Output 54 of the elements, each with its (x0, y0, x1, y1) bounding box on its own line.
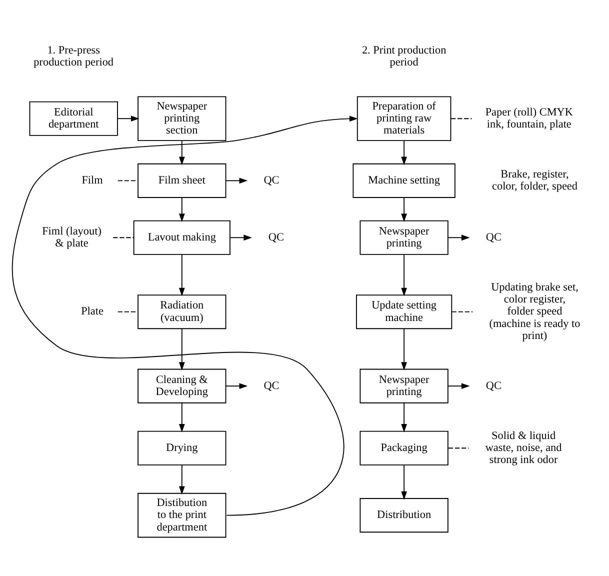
node-text: Plate (81, 305, 104, 318)
arrow (401, 328, 407, 370)
node-text: Updating brake set, color register, folder speed (machine is ready to print) (489, 280, 580, 342)
arrow (230, 234, 252, 240)
node-box: Packaging (360, 430, 448, 465)
node-text: QC (264, 174, 280, 186)
connector (117, 180, 138, 181)
arrow (178, 196, 185, 222)
node-box: Newspaper printing (360, 368, 448, 403)
arrow (226, 382, 248, 388)
arrow (12, 115, 358, 516)
node-box: Distribution (360, 498, 448, 532)
arrow (226, 177, 248, 184)
label: 1. Pre-press production period (34, 44, 114, 68)
connector (112, 236, 134, 238)
connector (450, 118, 472, 119)
arrow (117, 115, 140, 122)
arrow (178, 464, 185, 494)
arrow (178, 328, 185, 370)
node-box: Drying (138, 430, 226, 465)
node-box: Editorial department (29, 100, 118, 136)
arrow (401, 402, 407, 432)
node-text: Paper (roll) CMYK ink, fountain, plate (485, 106, 573, 130)
node-label: Brake, register, color, folder, speed (492, 168, 578, 192)
node-box: Distibution to the print department (138, 492, 226, 538)
node-box: Machine setting (352, 162, 456, 198)
arrow (178, 254, 185, 296)
arrow (401, 464, 407, 500)
node-text: QC (268, 231, 284, 244)
node-box: Newspaper printing section (138, 96, 226, 141)
node-box: Lavout making (133, 220, 230, 254)
node-box: Cleaning & Developing (138, 368, 226, 403)
arrow (448, 382, 470, 388)
node-text: Solid & liquid waste, noise, and strong ink odor (485, 429, 562, 466)
node-text: Film (82, 174, 103, 186)
node-text: Fiml (layout) & plate (42, 224, 102, 250)
node-text: QC (264, 379, 280, 392)
connector (448, 447, 470, 448)
node-box: Film sheet (138, 162, 226, 198)
label: 2. Print production period (362, 44, 446, 68)
arrow (178, 402, 185, 432)
arrow (178, 140, 185, 165)
arrow (448, 234, 470, 240)
arrow (401, 196, 407, 222)
arrow (401, 140, 407, 165)
node-box: Radiation (vacuum) (138, 294, 226, 329)
connector (451, 310, 473, 312)
node-text: QC (486, 379, 502, 392)
arrow (401, 254, 407, 296)
node-box: Preparation of printing raw materials (356, 96, 452, 141)
node-box: Newspaper printing (360, 220, 448, 254)
connector (117, 310, 138, 312)
node-text: QC (486, 231, 502, 244)
node-box: Update setting machine (356, 294, 452, 329)
